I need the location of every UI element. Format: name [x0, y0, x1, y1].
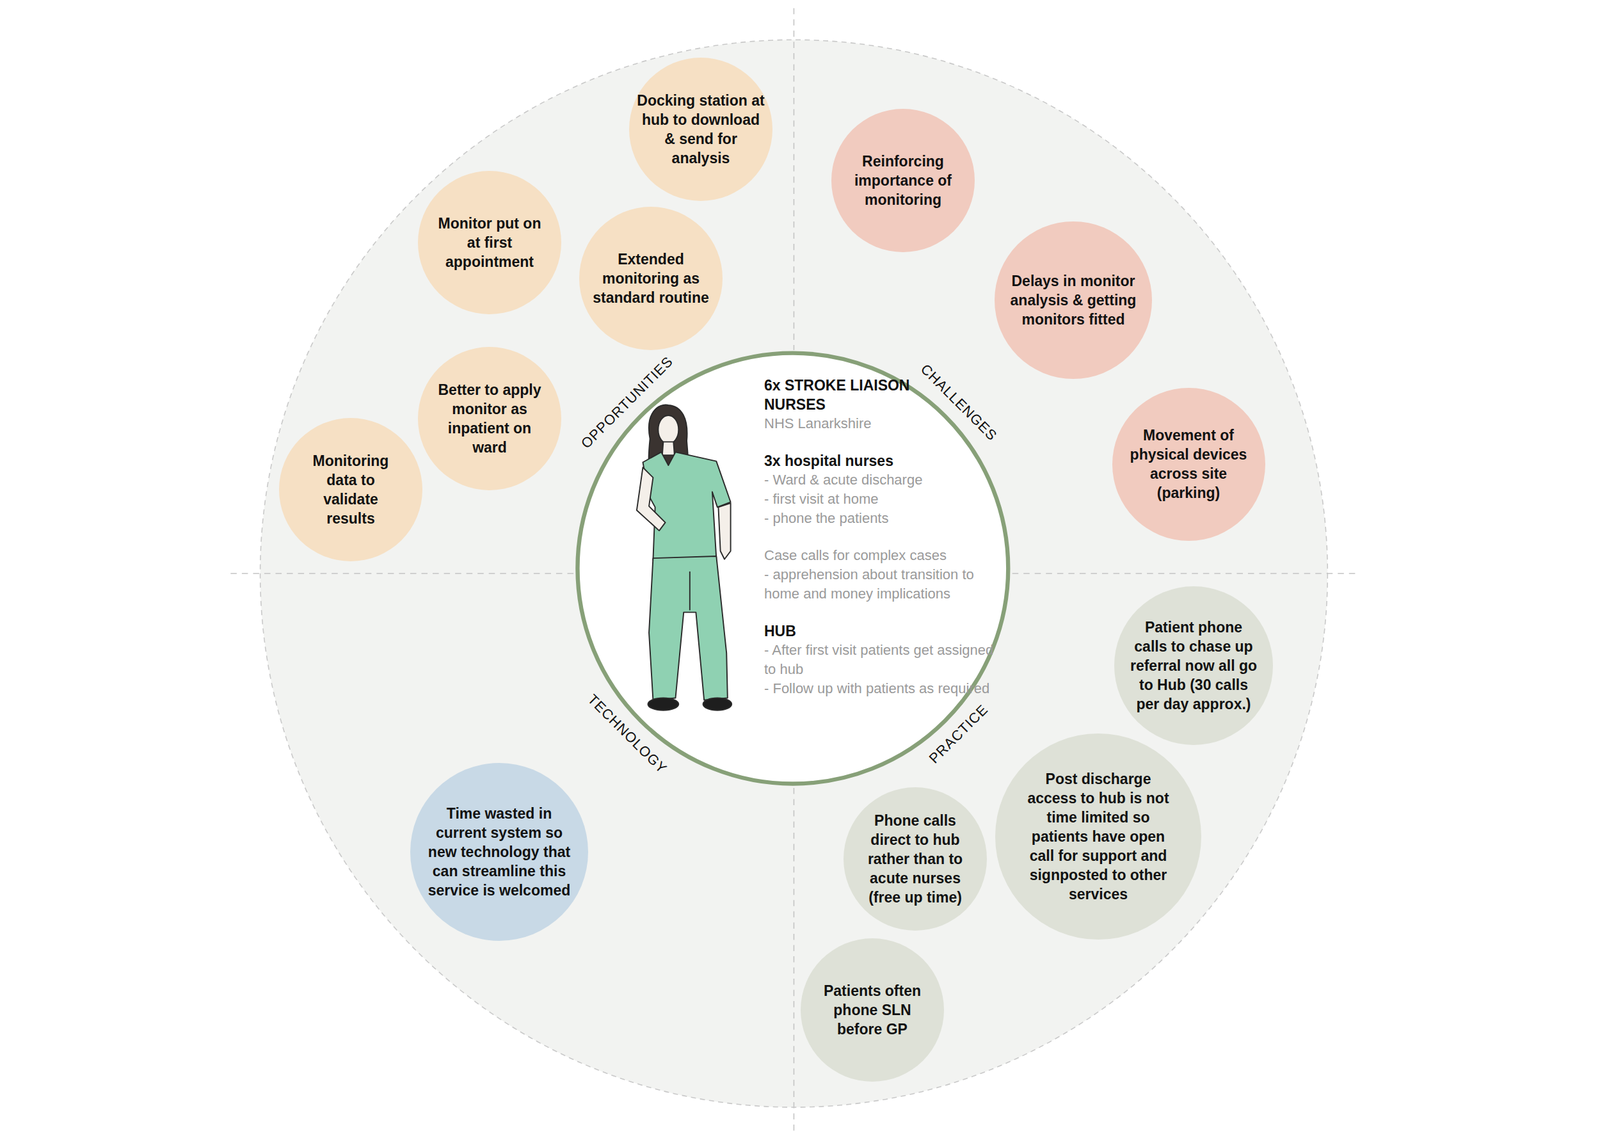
topic-bubble: Delays in monitor analysis & getting mon…	[994, 221, 1152, 379]
axis-line	[1012, 572, 1358, 575]
note-line: - first visit at home	[764, 489, 1005, 509]
axis-line	[793, 8, 795, 351]
bubble-text: Delays in monitor analysis & getting mon…	[1002, 271, 1144, 329]
section-heading: 6x STROKE LIAISON NURSES	[764, 375, 918, 415]
quadrant-label: CHALLENGES	[917, 360, 1001, 445]
bubble-text: Monitor put on at first appointment	[430, 213, 550, 272]
bubble-text: Patient phone calls to chase up referral…	[1129, 617, 1258, 714]
topic-bubble: Monitoring data to validate results	[279, 417, 423, 562]
nurse-figure	[636, 405, 732, 711]
note-line: - phone the patients	[764, 508, 1005, 528]
topic-bubble: Post discharge access to hub is not time…	[995, 733, 1202, 940]
topic-bubble: Phone calls direct to hub rather than to…	[843, 787, 987, 931]
topic-bubble: Better to apply monitor as inpatient on …	[417, 346, 562, 491]
bubble-text: Patients often phone SLN before GP	[814, 981, 930, 1039]
topic-bubble: Time wasted in current system so new tec…	[410, 762, 589, 941]
quadrant-label: TECHNOLOGY	[584, 691, 671, 777]
topic-bubble: Movement of physical devices across site…	[1112, 387, 1266, 541]
note-line: - apprehension about transition to home …	[764, 565, 1005, 604]
center-circle-node: 6x STROKE LIAISON NURSESNHS Lanarkshire3…	[577, 353, 1008, 784]
topic-bubble: Extended monitoring as standard routine	[579, 206, 723, 351]
note-line: Case calls for complex cases	[764, 545, 1005, 566]
topic-bubble: Patient phone calls to chase up referral…	[1114, 586, 1273, 745]
note-line: - Ward & acute discharge	[764, 470, 1005, 490]
bubble-text: Better to apply monitor as inpatient on …	[428, 380, 551, 457]
center-circle	[577, 353, 1008, 784]
topic-bubble: Docking station at hub to download & sen…	[629, 57, 773, 201]
bubble-text: Monitoring data to validate results	[299, 451, 402, 528]
section-heading: HUB	[764, 621, 1005, 641]
topic-bubble: Monitor put on at first appointment	[417, 170, 562, 315]
bubble-text: Phone calls direct to hub rather than to…	[859, 810, 972, 907]
bubble-text: Time wasted in current system so new tec…	[421, 803, 578, 900]
topic-bubble: Patients often phone SLN before GP	[800, 938, 944, 1082]
bubble-text: Reinforcing importance of monitoring	[844, 151, 963, 210]
note-line: - Follow up with patients as required	[764, 679, 1005, 699]
quadrant-label: OPPORTUNITIES	[577, 353, 677, 452]
note-line: - After first visit patients get assigne…	[764, 640, 1005, 680]
bubble-text: Post discharge access to hub is not time…	[1021, 769, 1176, 904]
bubble-text: Docking station at hub to download & sen…	[636, 90, 765, 168]
quadrant-label: PRACTICE	[925, 700, 992, 767]
section-heading: 3x hospital nurses	[764, 451, 1005, 471]
axis-line	[230, 572, 575, 575]
bubble-text: Movement of physical devices across site…	[1120, 425, 1258, 503]
topic-bubble: Reinforcing importance of monitoring	[831, 108, 975, 253]
bubble-text: Extended monitoring as standard routine	[590, 249, 712, 308]
axis-line	[793, 787, 795, 1135]
